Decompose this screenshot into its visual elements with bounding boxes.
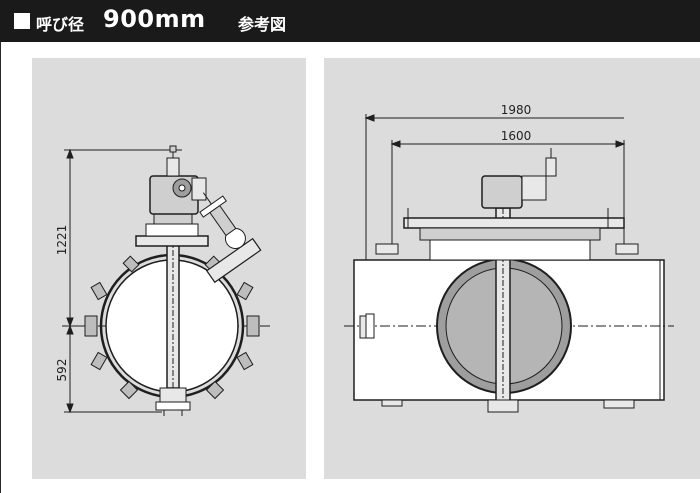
bolt	[236, 281, 254, 301]
gearbox	[149, 175, 199, 215]
top-saddle	[429, 239, 591, 261]
title-suffix: 参考図	[238, 15, 287, 34]
end-view-panel: 1221 592	[32, 58, 306, 479]
bypass-pipe	[205, 237, 262, 284]
actuator	[481, 175, 523, 209]
gear-mount	[153, 213, 193, 225]
arrow-head	[66, 403, 74, 414]
square-bullet-icon	[14, 13, 30, 29]
content-frame	[0, 42, 700, 493]
stem-cap	[169, 145, 177, 153]
bolt	[205, 380, 225, 400]
dimension-1600: 1600	[501, 129, 532, 143]
top-flange-bar	[403, 217, 625, 229]
actuator-stem	[545, 157, 557, 177]
bottom-bearing	[159, 387, 187, 403]
bolt	[122, 255, 140, 273]
bottom-clamp-right	[603, 399, 635, 409]
bolt	[236, 351, 254, 371]
gear-hub	[178, 184, 186, 192]
title-bar: 呼び径 900mm 参考図	[0, 0, 700, 42]
bottom-foot	[155, 401, 191, 411]
flange-bolts	[84, 255, 260, 400]
dimension-1221: 1221	[55, 225, 69, 256]
gear-cover	[191, 177, 207, 201]
side-view-panel: 1980 1600	[324, 58, 700, 479]
arrow-head	[66, 148, 74, 159]
left-lug	[375, 243, 399, 255]
title-size: 900mm	[103, 5, 206, 33]
bottom-bearing	[487, 399, 519, 413]
right-lug	[615, 243, 639, 255]
top-flange-plate	[135, 235, 209, 247]
title-prefix: 呼び径	[36, 15, 85, 34]
arrow-head	[364, 114, 375, 122]
bolt	[84, 315, 98, 337]
arrow-head	[66, 324, 74, 335]
bolt	[246, 315, 260, 337]
top-bracket	[145, 223, 199, 237]
arrow-head	[390, 140, 401, 148]
bypass-valve	[199, 192, 262, 284]
arrow-head	[615, 140, 626, 148]
actuator-motor	[521, 175, 547, 201]
end-cap	[365, 313, 375, 339]
bolt	[90, 351, 108, 371]
bottom-clamp-left	[381, 399, 403, 407]
bolt	[90, 281, 108, 301]
dimension-1980: 1980	[501, 103, 532, 117]
top-plate	[419, 227, 601, 241]
bolt	[119, 380, 139, 400]
dimension-592: 592	[55, 359, 69, 382]
end-view-drawing: 1221 592	[55, 145, 272, 416]
handwheel-stem	[166, 157, 180, 177]
bypass-stem	[202, 192, 212, 205]
arrow-head	[66, 317, 74, 328]
side-view-drawing: 1980 1600	[344, 103, 674, 413]
